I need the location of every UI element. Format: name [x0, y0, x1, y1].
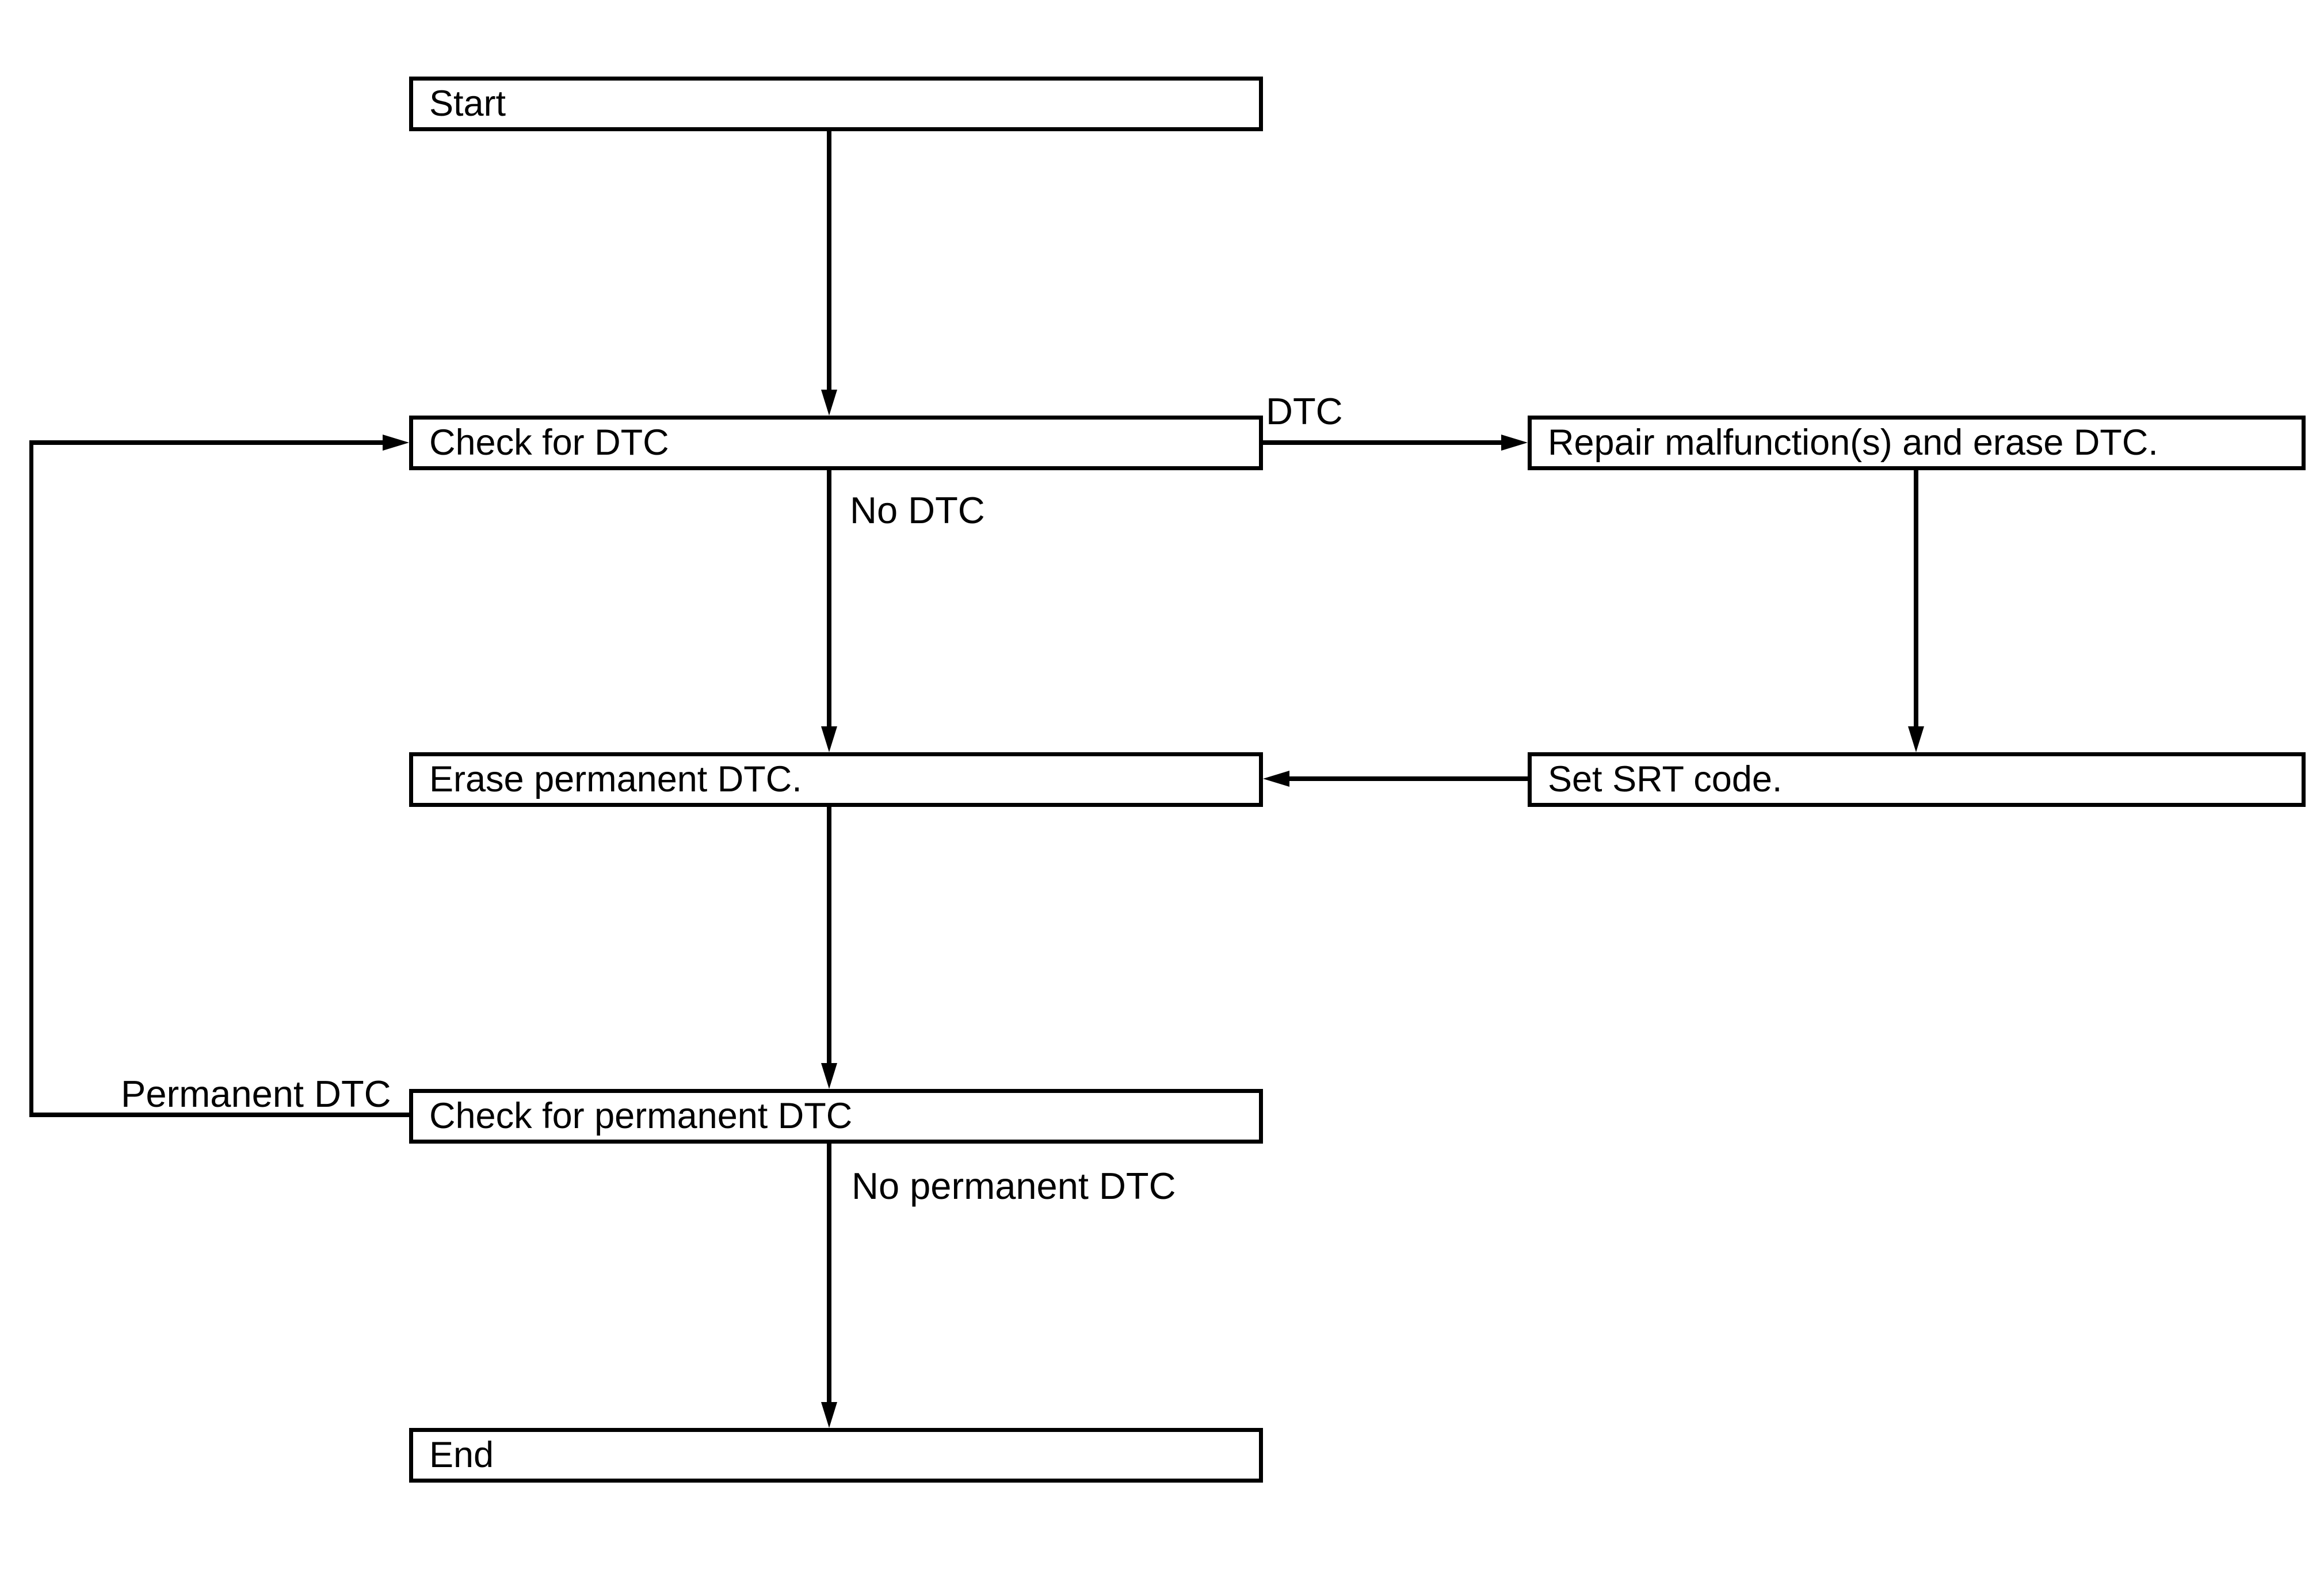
edge-repair-to-srt-line [1914, 470, 1918, 728]
edge-erase-to-check-permanent-line [827, 807, 831, 1065]
node-end: End [409, 1428, 1263, 1483]
node-check-for-dtc: Check for DTC [409, 416, 1263, 470]
edge-label-permanent-dtc: Permanent DTC [121, 1073, 391, 1115]
node-check-for-dtc-label: Check for DTC [429, 422, 669, 463]
node-start-label: Start [429, 83, 506, 124]
node-start: Start [409, 77, 1263, 131]
edge-start-to-check-dtc-line [827, 131, 831, 391]
arrow-down-icon [821, 1063, 837, 1089]
node-set-srt-code-label: Set SRT code. [1548, 759, 1783, 799]
node-check-for-permanent-dtc: Check for permanent DTC [409, 1089, 1263, 1144]
edge-check-dtc-to-erase-line [827, 470, 831, 728]
edge-permanent-loop-vertical-line [29, 440, 33, 1117]
arrow-down-icon [821, 1402, 837, 1428]
arrow-down-icon [821, 390, 837, 416]
node-repair-malfunctions-label: Repair malfunction(s) and erase DTC. [1548, 422, 2158, 463]
edge-check-dtc-to-repair-line [1263, 440, 1501, 445]
edge-permanent-loop-top-line [29, 440, 383, 445]
edge-check-permanent-to-end-line [827, 1144, 831, 1404]
arrow-down-icon [1908, 726, 1924, 752]
edge-label-no-dtc: No DTC [850, 489, 985, 531]
edge-srt-to-erase-line [1289, 776, 1528, 781]
edge-label-no-permanent-dtc: No permanent DTC [852, 1165, 1176, 1207]
arrow-right-icon [1501, 435, 1528, 451]
node-set-srt-code: Set SRT code. [1528, 752, 2306, 807]
arrow-down-icon [821, 726, 837, 752]
node-erase-permanent-dtc-label: Erase permanent DTC. [429, 759, 802, 799]
edge-permanent-loop-bottom-line [29, 1113, 409, 1117]
arrow-right-icon [383, 435, 409, 451]
node-repair-malfunctions: Repair malfunction(s) and erase DTC. [1528, 416, 2306, 470]
node-check-for-permanent-dtc-label: Check for permanent DTC [429, 1096, 853, 1136]
arrow-left-icon [1263, 771, 1289, 787]
edge-label-dtc: DTC [1266, 390, 1343, 432]
node-end-label: End [429, 1435, 494, 1475]
node-erase-permanent-dtc: Erase permanent DTC. [409, 752, 1263, 807]
